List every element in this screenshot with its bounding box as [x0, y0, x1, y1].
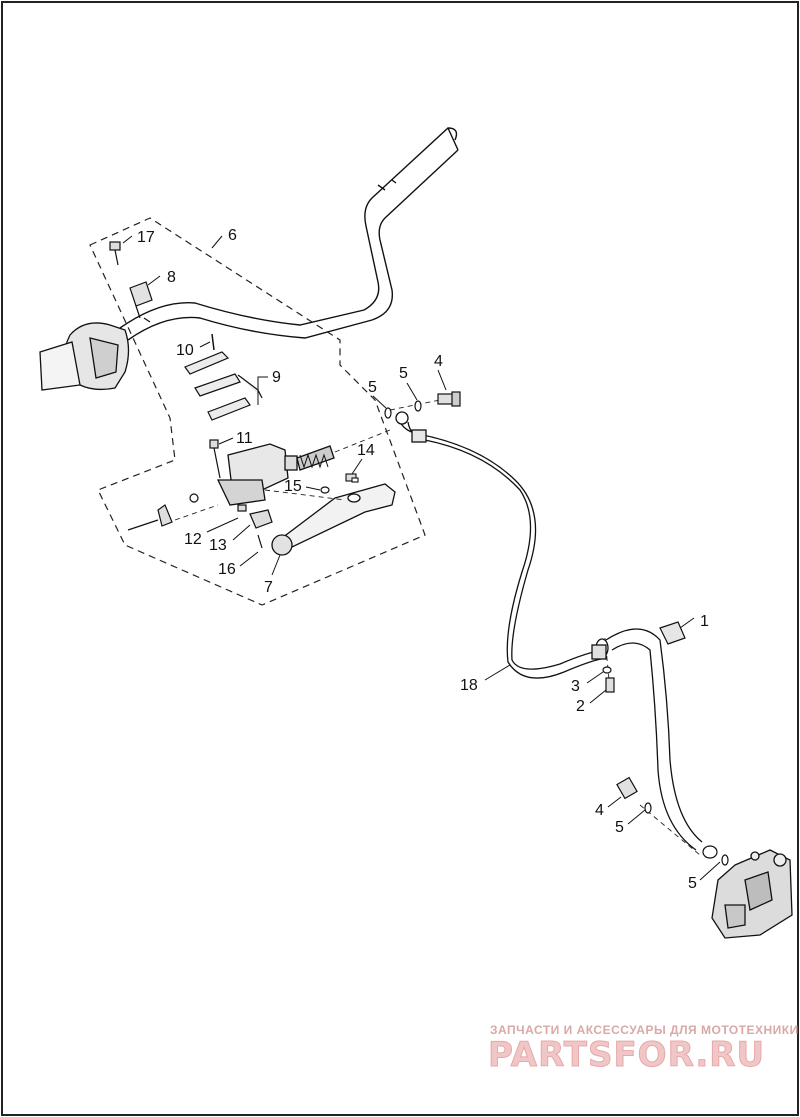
callout-13: 13 [209, 537, 227, 554]
callout-5-b: 5 [399, 365, 408, 382]
callout-5-c: 5 [615, 819, 624, 836]
washer-5-upper-a [384, 407, 392, 419]
handlebar [119, 127, 459, 341]
callout-12: 12 [184, 531, 202, 548]
watermark-tagline: ЗАПЧАСТИ И АКСЕССУАРЫ ДЛЯ МОТОТЕХНИКИ [490, 1023, 799, 1037]
callout-6: 6 [228, 227, 237, 244]
washer-5-upper-b [414, 400, 422, 412]
callout-8: 8 [167, 269, 176, 286]
callout-15: 15 [284, 478, 302, 495]
callout-10: 10 [176, 342, 194, 359]
lower-brake-hose [591, 628, 703, 851]
callout-16: 16 [218, 561, 236, 578]
callout-5-d: 5 [688, 875, 697, 892]
brake-lever-7 [271, 483, 396, 556]
banjo-bolt-4-lower [616, 776, 638, 800]
callout-2: 2 [576, 698, 585, 715]
callout-17: 17 [137, 229, 155, 246]
callout-labels: 17 8 6 10 9 11 5 5 4 14 15 12 13 16 7 1 … [137, 227, 709, 892]
washer-5-lower-a [644, 802, 652, 814]
clamp-8 [129, 281, 153, 323]
banjo-bolt-4-upper [437, 391, 461, 407]
reservoir-parts-9 [184, 351, 263, 421]
callout-18: 18 [460, 677, 478, 694]
callout-7: 7 [264, 579, 273, 596]
callout-3: 3 [571, 678, 580, 695]
callout-1: 1 [700, 613, 709, 630]
callout-9: 9 [272, 369, 281, 386]
watermark: ЗАПЧАСТИ И АКСЕССУАРЫ ДЛЯ МОТОТЕХНИКИ PA… [488, 1023, 799, 1076]
callout-4-a: 4 [434, 353, 443, 370]
screw-10 [211, 333, 215, 351]
callout-11: 11 [236, 430, 253, 447]
bolt-11 [209, 439, 221, 479]
master-cylinder-spring [299, 453, 329, 469]
watermark-logo: PARTSFOR.RU [488, 1035, 765, 1075]
callout-leaders [122, 235, 721, 881]
callout-4-b: 4 [595, 802, 604, 819]
pivot-parts [127, 493, 273, 549]
bolt-2-washer-3 [602, 666, 615, 693]
callout-5-a: 5 [368, 379, 377, 396]
washer-15 [320, 486, 330, 494]
brake-hose-18 [395, 411, 607, 679]
brake-caliper [711, 849, 793, 939]
master-cylinder-body [216, 443, 335, 506]
left-hand-grip [39, 341, 81, 391]
master-cylinder-assembly-boundary [89, 217, 426, 606]
bolt-17 [109, 241, 121, 266]
fitting-14 [345, 473, 359, 483]
callout-14: 14 [357, 442, 375, 459]
clip-1 [659, 621, 686, 645]
hose-end-fitting [702, 845, 729, 866]
